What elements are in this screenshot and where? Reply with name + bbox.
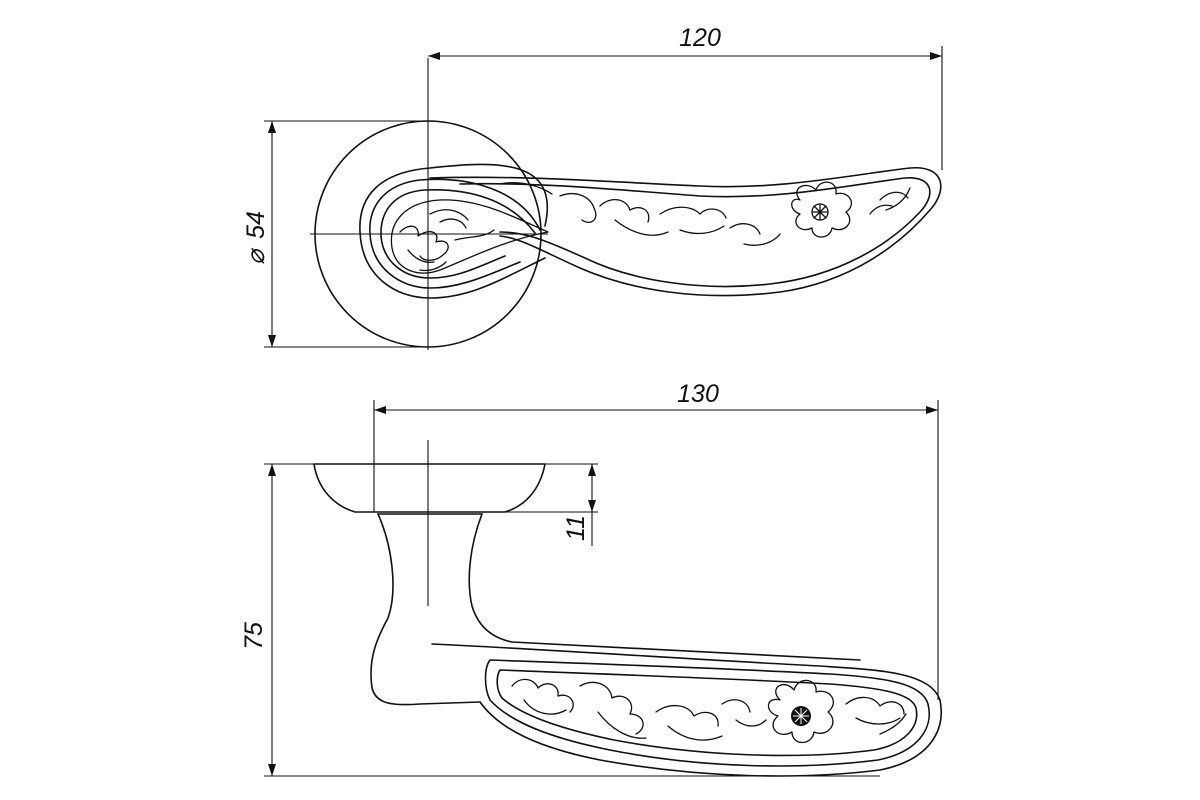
svg-text:⌀ 54: ⌀ 54	[242, 211, 270, 265]
lever-ornament-top	[499, 182, 911, 246]
rosette-profile	[313, 463, 546, 513]
side-view: 130 75 11	[240, 380, 942, 777]
dimension-54-label: 54	[242, 211, 270, 239]
dimension-130-label: 130	[677, 380, 719, 408]
dimension-75: 75	[240, 463, 880, 777]
handle-neck	[370, 513, 481, 706]
dimension-75-label: 75	[240, 622, 268, 650]
dimension-120-label: 120	[679, 24, 721, 52]
lever-outline-top	[429, 167, 942, 297]
dimension-120: 120	[428, 24, 943, 170]
dimension-diameter-54: ⌀ 54	[242, 120, 428, 348]
dimension-130: 130	[373, 380, 939, 700]
top-view: 120 ⌀ 54	[242, 24, 943, 350]
lever-flower-side	[767, 679, 834, 744]
diameter-symbol: ⌀	[242, 247, 270, 265]
hub-ornament	[390, 199, 549, 274]
dimension-11-label: 11	[562, 515, 590, 541]
lever-flower-top	[791, 181, 852, 238]
lever-ornament-side	[511, 678, 907, 741]
lever-outline-side	[431, 643, 942, 777]
handle-hub	[359, 163, 548, 299]
dimension-11: 11	[505, 463, 598, 546]
